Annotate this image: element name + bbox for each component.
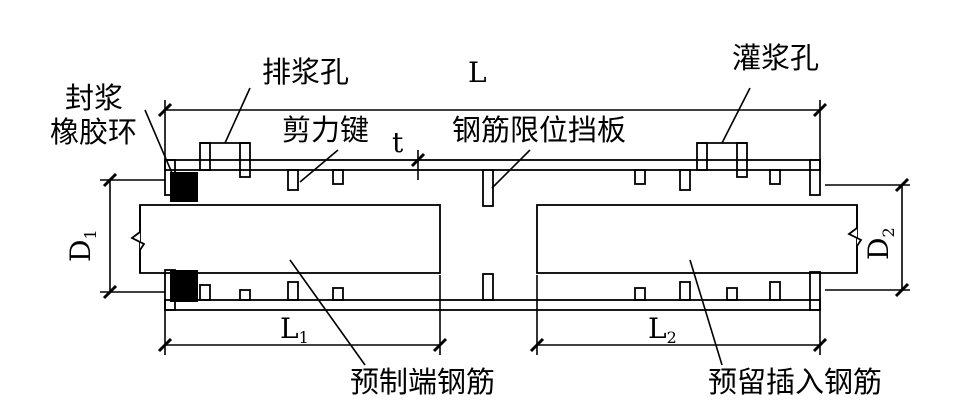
label-L2: L2 xyxy=(648,312,677,347)
dimension-D2 xyxy=(825,177,910,298)
dimension-L1 xyxy=(157,275,448,355)
dimension-D1 xyxy=(100,172,165,300)
leader-shear-key xyxy=(299,149,339,183)
leader-precast-rebar xyxy=(289,259,366,366)
leader-seal-ring xyxy=(144,109,176,181)
leader-grout-hole xyxy=(721,87,751,144)
label-D2: D2 xyxy=(862,227,898,260)
label-rebar-stop: 钢筋限位挡板 xyxy=(452,113,626,147)
label-total-length: L xyxy=(468,56,487,89)
label-seal-line2: 橡胶环 xyxy=(50,115,137,149)
leader-drain-hole xyxy=(224,87,251,144)
label-grout-hole: 灌浆孔 xyxy=(732,41,819,75)
label-shear-key: 剪力键 xyxy=(282,113,369,147)
leader-rebar-stop xyxy=(491,149,531,189)
inserted-rebar xyxy=(536,204,863,274)
shear-keys-bottom xyxy=(199,281,781,301)
label-precast-rebar: 预制端钢筋 xyxy=(350,365,495,399)
label-drain-hole: 排浆孔 xyxy=(262,55,349,89)
dimension-L xyxy=(157,100,828,160)
shear-keys-top xyxy=(287,169,781,191)
seal-ring-top xyxy=(170,172,198,202)
label-L1: L1 xyxy=(280,312,309,347)
precast-rebar xyxy=(130,204,441,274)
leader-inserted-rebar xyxy=(689,259,723,366)
label-D1: D1 xyxy=(64,229,100,262)
label-thickness: t xyxy=(392,126,404,159)
label-seal-line1: 封浆 xyxy=(65,81,123,115)
rebar-stop-plates xyxy=(482,169,494,301)
dimension-t xyxy=(410,150,426,180)
seal-ring-bottom xyxy=(170,270,198,302)
dimension-L2 xyxy=(529,275,828,355)
label-inserted-rebar: 预留插入钢筋 xyxy=(708,365,882,399)
